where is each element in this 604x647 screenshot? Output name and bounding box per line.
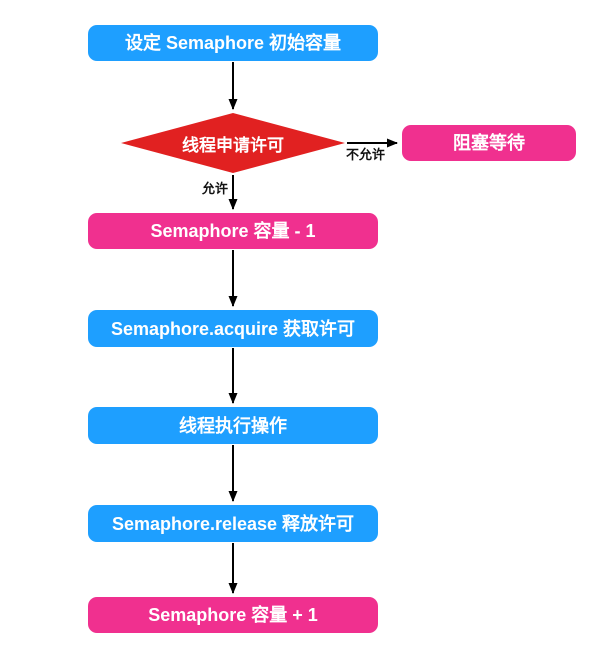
node-capacity-plus: Semaphore 容量 + 1 [88,597,378,633]
node-acquire: Semaphore.acquire 获取许可 [88,310,378,347]
edge-label-deny: 不允许 [346,147,386,162]
node-execute: 线程执行操作 [88,407,378,444]
node-release: Semaphore.release 释放许可 [88,505,378,542]
node-block-wait: 阻塞等待 [402,125,576,161]
node-start: 设定 Semaphore 初始容量 [88,25,378,61]
edge-label-allow: 允许 [202,181,229,196]
node-capacity-minus: Semaphore 容量 - 1 [88,213,378,249]
node-decision: 线程申请许可 [121,113,345,173]
